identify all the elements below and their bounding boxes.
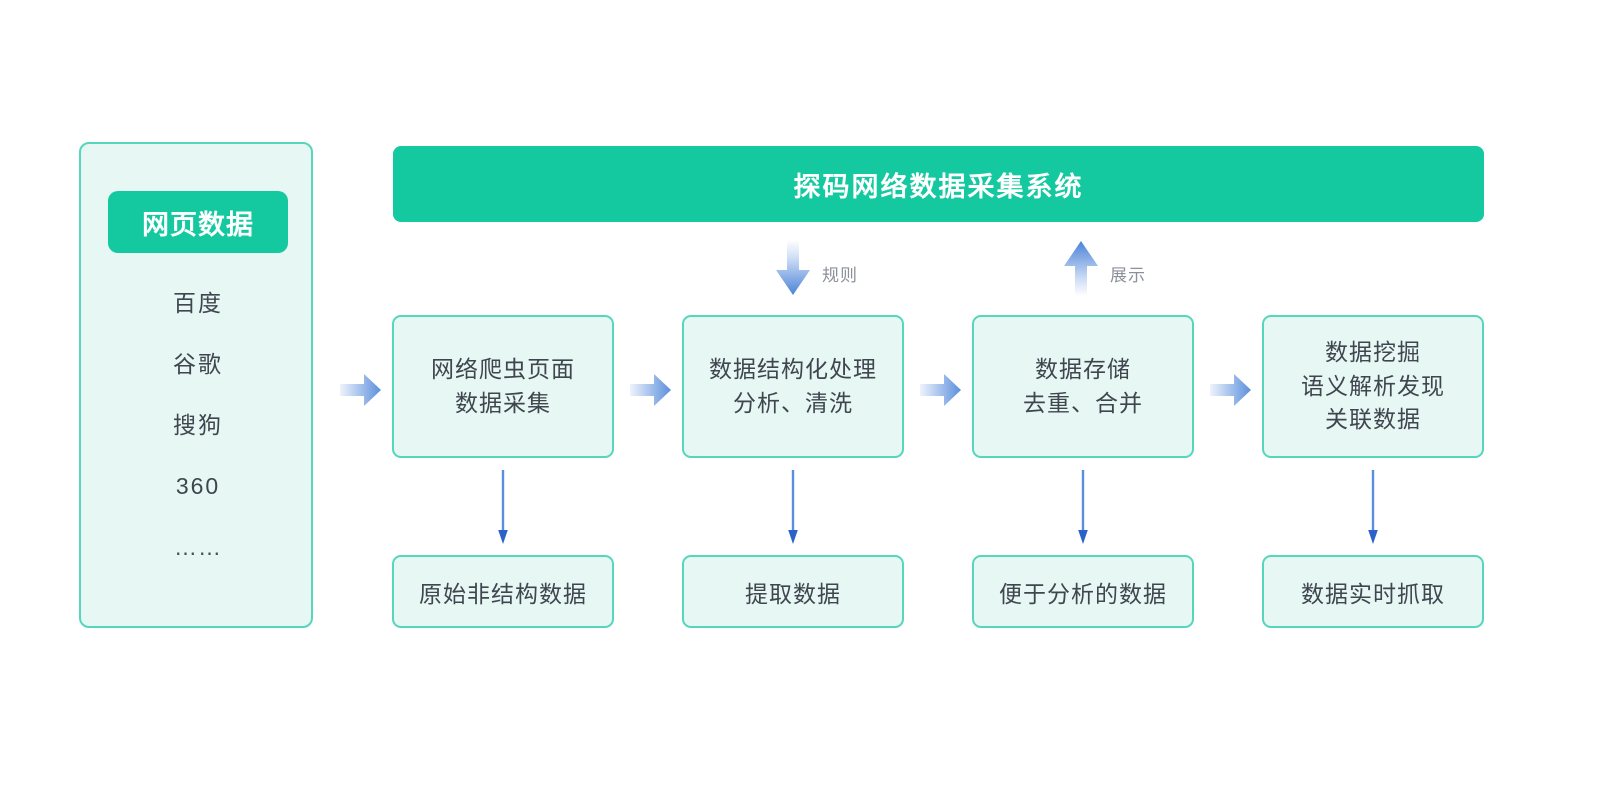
source-panel-badge: 网页数据 xyxy=(108,191,288,253)
display-arrow-label: 展示 xyxy=(1110,266,1146,285)
source-list: 百度 谷歌 搜狗 360 …… xyxy=(81,292,315,597)
flow-arrow-icon-0 xyxy=(340,374,381,406)
pipeline-box-structuring-line-1: 数据结构化处理 xyxy=(709,356,877,383)
flow-arrow-icon-2 xyxy=(920,374,961,406)
rule-arrow-label: 规则 xyxy=(822,266,858,285)
system-title-bar: 探码网络数据采集系统 xyxy=(393,146,1484,222)
flow-arrow-icon-1 xyxy=(630,374,671,406)
output-box-raw-data: 原始非结构数据 xyxy=(392,555,614,628)
pipeline-box-storage: 数据存储 去重、合并 xyxy=(972,315,1194,458)
source-list-item-baidu: 百度 xyxy=(173,290,223,316)
connector-arrow-icon-1 xyxy=(788,470,798,544)
pipeline-box-storage-line-2: 去重、合并 xyxy=(1023,389,1143,416)
connector-arrow-icon-0 xyxy=(498,470,508,544)
source-list-item-sogou: 搜狗 xyxy=(173,412,223,438)
source-list-item-ellipsis: …… xyxy=(174,534,222,560)
output-box-realtime-data: 数据实时抓取 xyxy=(1262,555,1484,628)
pipeline-box-structuring: 数据结构化处理 分析、清洗 xyxy=(682,315,904,458)
pipeline-box-crawler-line-1: 网络爬虫页面 xyxy=(431,356,575,383)
pipeline-box-mining: 数据挖掘 语义解析发现 关联数据 xyxy=(1262,315,1484,458)
pipeline-box-mining-line-1: 数据挖掘 xyxy=(1325,339,1421,366)
output-box-analysis-data: 便于分析的数据 xyxy=(972,555,1194,628)
pipeline-box-mining-line-3: 关联数据 xyxy=(1325,406,1421,433)
pipeline-box-crawler-line-2: 数据采集 xyxy=(455,389,551,416)
pipeline-box-storage-line-1: 数据存储 xyxy=(1035,356,1131,383)
output-box-extracted-data: 提取数据 xyxy=(682,555,904,628)
pipeline-box-mining-line-2: 语义解析发现 xyxy=(1301,372,1445,399)
rule-down-arrow-icon xyxy=(776,240,810,295)
source-list-item-google: 谷歌 xyxy=(173,351,223,377)
source-panel: 网页数据 百度 谷歌 搜狗 360 …… xyxy=(79,142,313,628)
flow-arrow-icon-3 xyxy=(1210,374,1251,406)
connector-arrow-icon-2 xyxy=(1078,470,1088,544)
connector-arrow-icon-3 xyxy=(1368,470,1378,544)
pipeline-box-crawler: 网络爬虫页面 数据采集 xyxy=(392,315,614,458)
source-list-item-360: 360 xyxy=(175,473,221,499)
pipeline-box-structuring-line-2: 分析、清洗 xyxy=(733,389,853,416)
display-up-arrow-icon xyxy=(1064,241,1098,296)
